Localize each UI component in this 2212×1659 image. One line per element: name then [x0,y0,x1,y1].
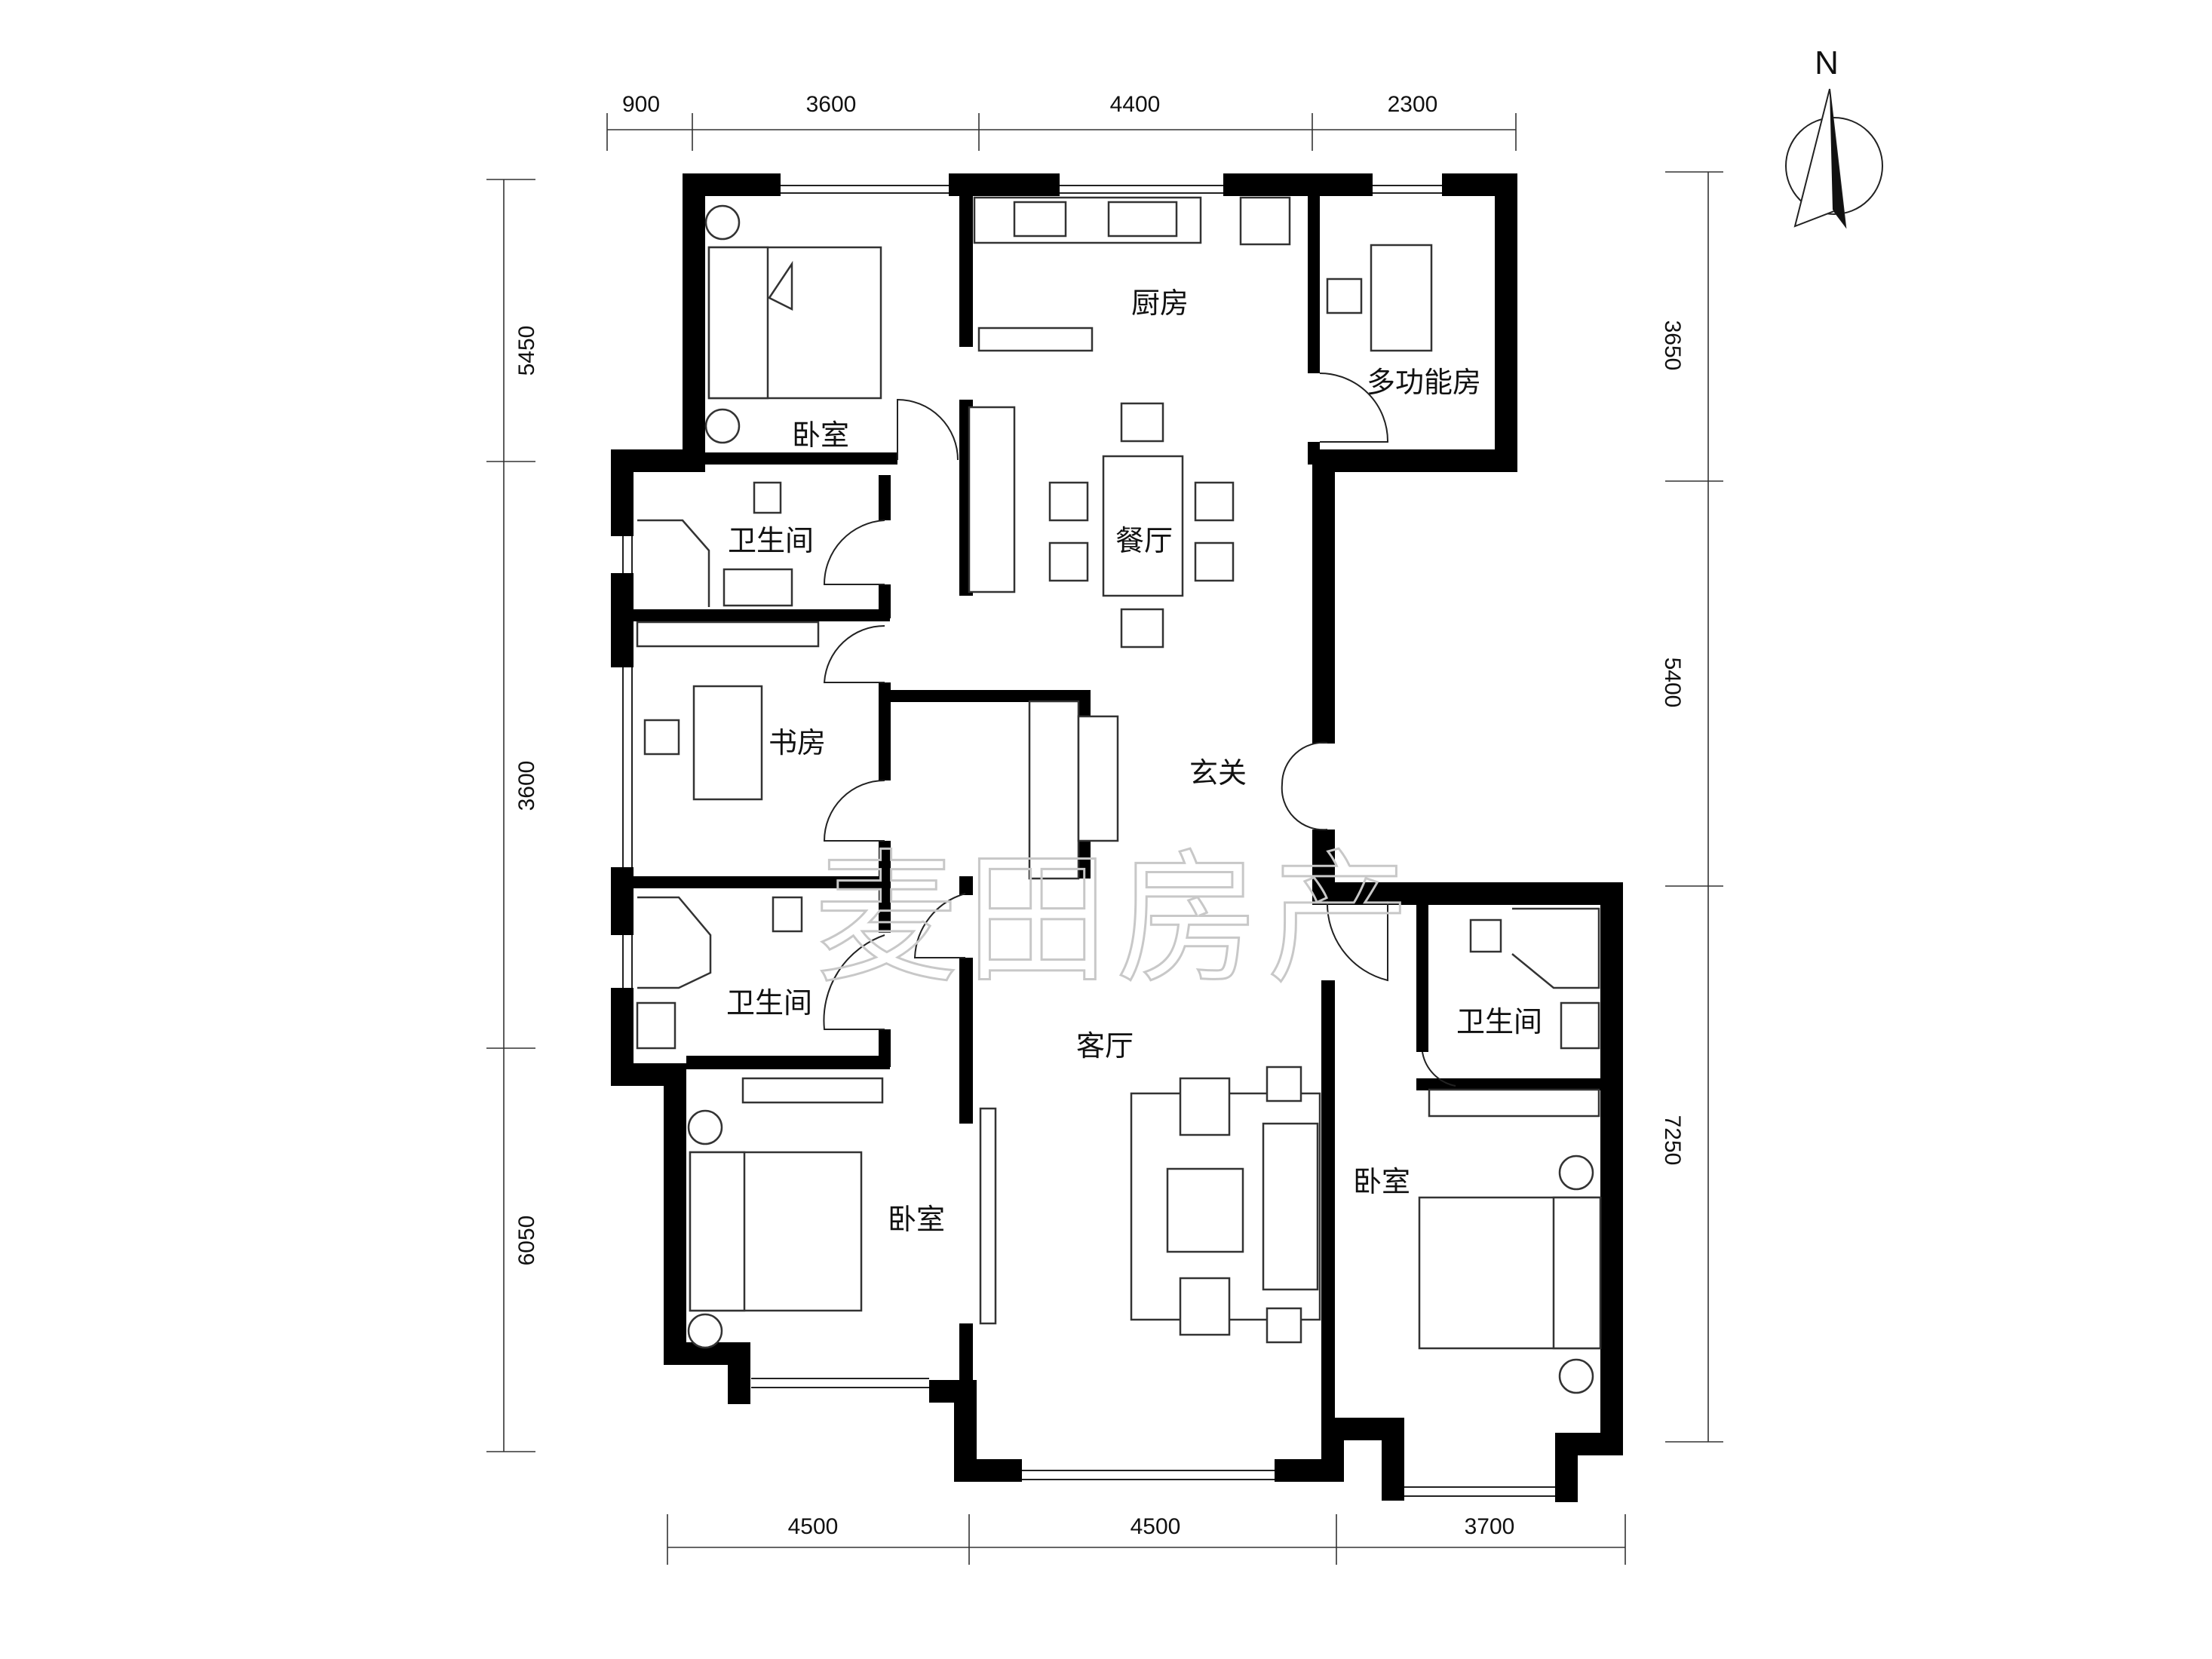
watermark: 麦田房产 [815,836,1418,1003]
room-study: 书房 [769,726,826,759]
dim-bottom-1: 4500 [788,1514,839,1539]
room-dining: 餐厅 [1115,524,1173,557]
room-bedroom-sw: 卧室 [888,1203,945,1236]
dim-top-2: 3600 [806,92,857,117]
dim-right-1: 3650 [1660,320,1685,371]
walls [611,173,1623,1502]
furniture [636,196,1602,1394]
dim-left-1: 5450 [514,326,539,376]
compass-label: N [1815,44,1839,81]
dimension-labels: 900 3600 4400 2300 4500 4500 3700 5450 3… [514,92,1685,1539]
north-arrow-icon: N [1785,44,1883,229]
dim-top-3: 4400 [1110,92,1161,117]
room-bedroom-nw: 卧室 [792,419,849,452]
dim-right-3: 7250 [1660,1115,1685,1166]
dim-left-3: 6050 [514,1216,539,1266]
room-bedroom-se: 卧室 [1353,1165,1410,1198]
dim-bottom-3: 3700 [1465,1514,1515,1539]
dim-bottom-2: 4500 [1131,1514,1181,1539]
dimension-lines [486,113,1723,1565]
room-kitchen: 厨房 [1131,287,1189,320]
room-living: 客厅 [1076,1029,1134,1063]
dim-left-2: 3600 [514,761,539,811]
dim-top-4: 2300 [1388,92,1438,117]
dim-top-1: 900 [622,92,660,117]
dim-right-2: 5400 [1660,658,1685,708]
room-foyer: 玄关 [1189,756,1247,790]
window-lines [622,185,1555,1497]
room-bath-3: 卫生间 [1456,1005,1542,1038]
room-labels: 卧室 厨房 多功能房 卫生间 餐厅 书房 玄关 卫生间 客厅 卫生间 卧室 卧室 [726,287,1542,1236]
room-bath-1: 卫生间 [728,524,814,557]
room-bath-2: 卫生间 [726,986,812,1020]
doors [823,373,1456,1087]
room-multi-function: 多功能房 [1367,366,1481,399]
